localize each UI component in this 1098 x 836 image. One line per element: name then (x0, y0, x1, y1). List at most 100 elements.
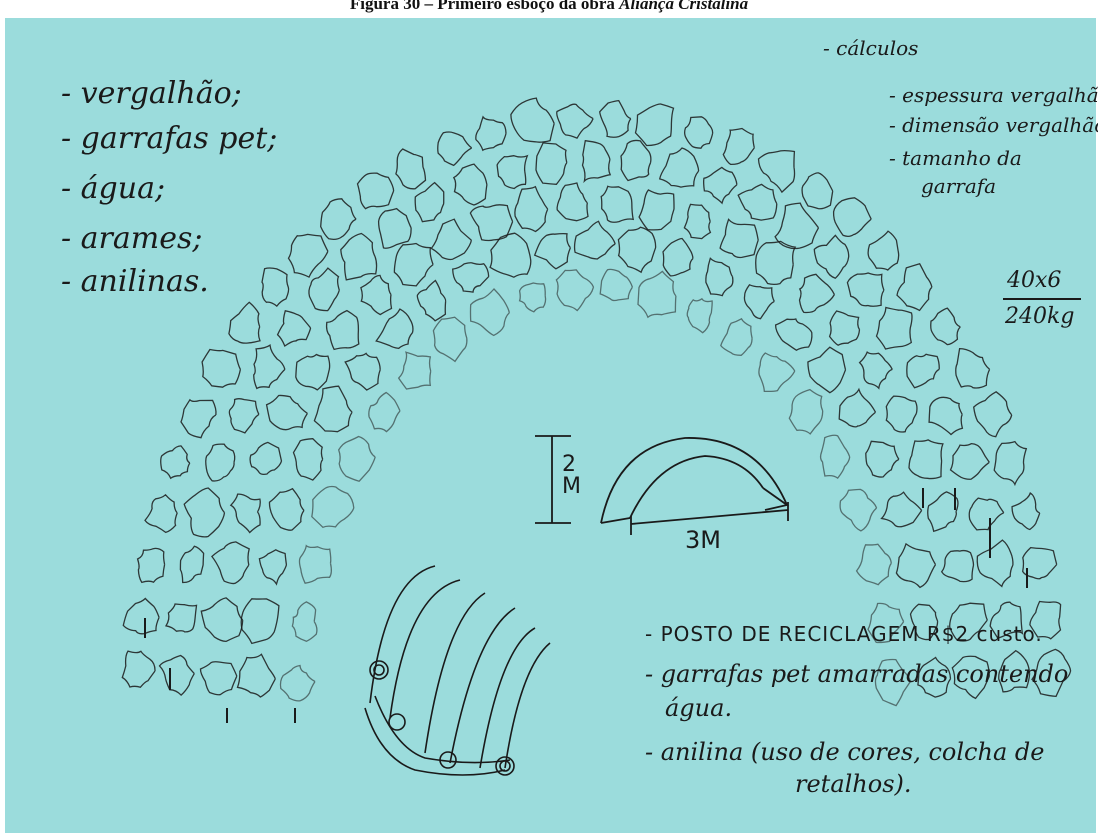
bottle-shape (907, 354, 939, 387)
bottle-shape (638, 271, 676, 317)
bottle-shape (145, 495, 177, 533)
bottle-shape (776, 319, 812, 350)
bottle-shape (497, 156, 527, 189)
bottle-shape (250, 442, 281, 474)
bottle-shape (977, 540, 1013, 586)
bottle-shape (738, 184, 777, 220)
bottle-shape (358, 173, 394, 209)
bottle-shape (536, 143, 567, 184)
bottle-shape (600, 269, 632, 300)
bottle-detail-sketch (365, 566, 550, 775)
bottle-shape (166, 604, 197, 632)
bottle-shape (839, 389, 875, 426)
bottle-shape (857, 544, 892, 585)
bottle-shape (759, 353, 795, 391)
bottle-shape (138, 548, 165, 582)
caption-artwork-title: Aliança Cristalina (619, 0, 748, 13)
bottle-shape (789, 390, 822, 434)
bottle-shape (376, 309, 413, 348)
bottle-shape (267, 395, 308, 429)
formula-top: 40x6 (1007, 268, 1061, 293)
bottle-shape (969, 498, 1004, 530)
bottle-shape (660, 148, 699, 187)
bottle-shape (438, 132, 472, 165)
bottle-shape (471, 289, 510, 335)
bottle-shape (860, 352, 893, 388)
bottle-shape (254, 345, 285, 388)
bottle-shape (299, 546, 331, 584)
bottle-shape (289, 234, 328, 277)
bottle-shape (314, 386, 352, 432)
bottle-shape (433, 317, 466, 361)
bottle-shape (663, 238, 693, 275)
bottle-shape (369, 393, 400, 432)
bottle-shape (556, 270, 593, 311)
bottle-shape (415, 183, 444, 222)
bottle-shape (161, 446, 190, 478)
bottle-shape (720, 219, 758, 257)
bottle-shape (886, 396, 917, 432)
bottle-shape (184, 488, 224, 537)
bottle-shape (181, 400, 216, 438)
bottle-shape (834, 198, 872, 237)
sketch-sheet: - vergalhão; - garrafas pet; - água; - a… (5, 18, 1096, 833)
bottle-shape (723, 129, 754, 165)
bottle-shape (744, 285, 774, 319)
calculations-heading: - cálculos (823, 36, 918, 60)
bottle-shape (201, 598, 242, 642)
notes-item: - garrafas pet amarradas contendo (645, 660, 1068, 688)
bottle-shape (639, 190, 674, 230)
bottle-shape (866, 441, 899, 477)
bottle-shape (269, 489, 304, 531)
bottle-shape (511, 98, 554, 142)
bottle-shape (200, 662, 236, 695)
bottle-shape (583, 141, 611, 181)
bottle-shape (956, 349, 990, 388)
bottle-shape (476, 117, 506, 150)
bottle-shape (122, 651, 155, 687)
bottle-shape (341, 234, 377, 280)
bottle-shape (636, 104, 674, 146)
bottle-shape (345, 353, 380, 390)
bottle-shape (931, 308, 961, 344)
bottle-shape (535, 234, 571, 269)
bottle-shape (557, 104, 593, 138)
bottle-shape (241, 599, 279, 644)
bottle-shape (814, 235, 848, 278)
bottle-shape (928, 492, 958, 531)
notes-item: água. (665, 694, 732, 722)
bottle-shape (800, 274, 835, 312)
bottle-shape (929, 397, 962, 434)
bottle-shape (618, 227, 655, 272)
bottle-shape (942, 551, 974, 582)
bottle-shape (706, 258, 733, 295)
bottle-shape (431, 219, 471, 259)
bottle-shape (394, 244, 433, 286)
figure-caption: Figura 30 – Primeiro esboço da obra Alia… (0, 0, 1098, 16)
bottle-shape (396, 149, 426, 189)
calculations-item: - espessura vergalhão (889, 83, 1098, 107)
bottle-shape (575, 221, 616, 259)
bottle-shape (685, 117, 713, 148)
bottle-shape (238, 654, 276, 697)
bottle-shape (296, 355, 330, 390)
bottle-shape (802, 173, 833, 209)
materials-item: - arames; (61, 221, 203, 256)
bottle-shape (1012, 493, 1040, 530)
bottle-shape (454, 164, 487, 205)
bottle-shape (379, 209, 412, 249)
width-dimension-line (631, 510, 788, 524)
bottle-shape (909, 440, 943, 479)
small-arch-outer (601, 438, 787, 523)
bottle-shape (309, 268, 339, 311)
bottle-shape (830, 311, 860, 345)
bottle-shape (704, 167, 737, 203)
width-label: 3M (685, 526, 721, 554)
bottle-shape (212, 542, 249, 584)
bottle-shape (687, 299, 712, 333)
materials-item: - garrafas pet; (61, 121, 277, 156)
bottle-shape (808, 347, 846, 393)
bottle-shape (897, 264, 932, 311)
bottle-shape (684, 204, 710, 238)
bottle-shape (721, 319, 752, 356)
